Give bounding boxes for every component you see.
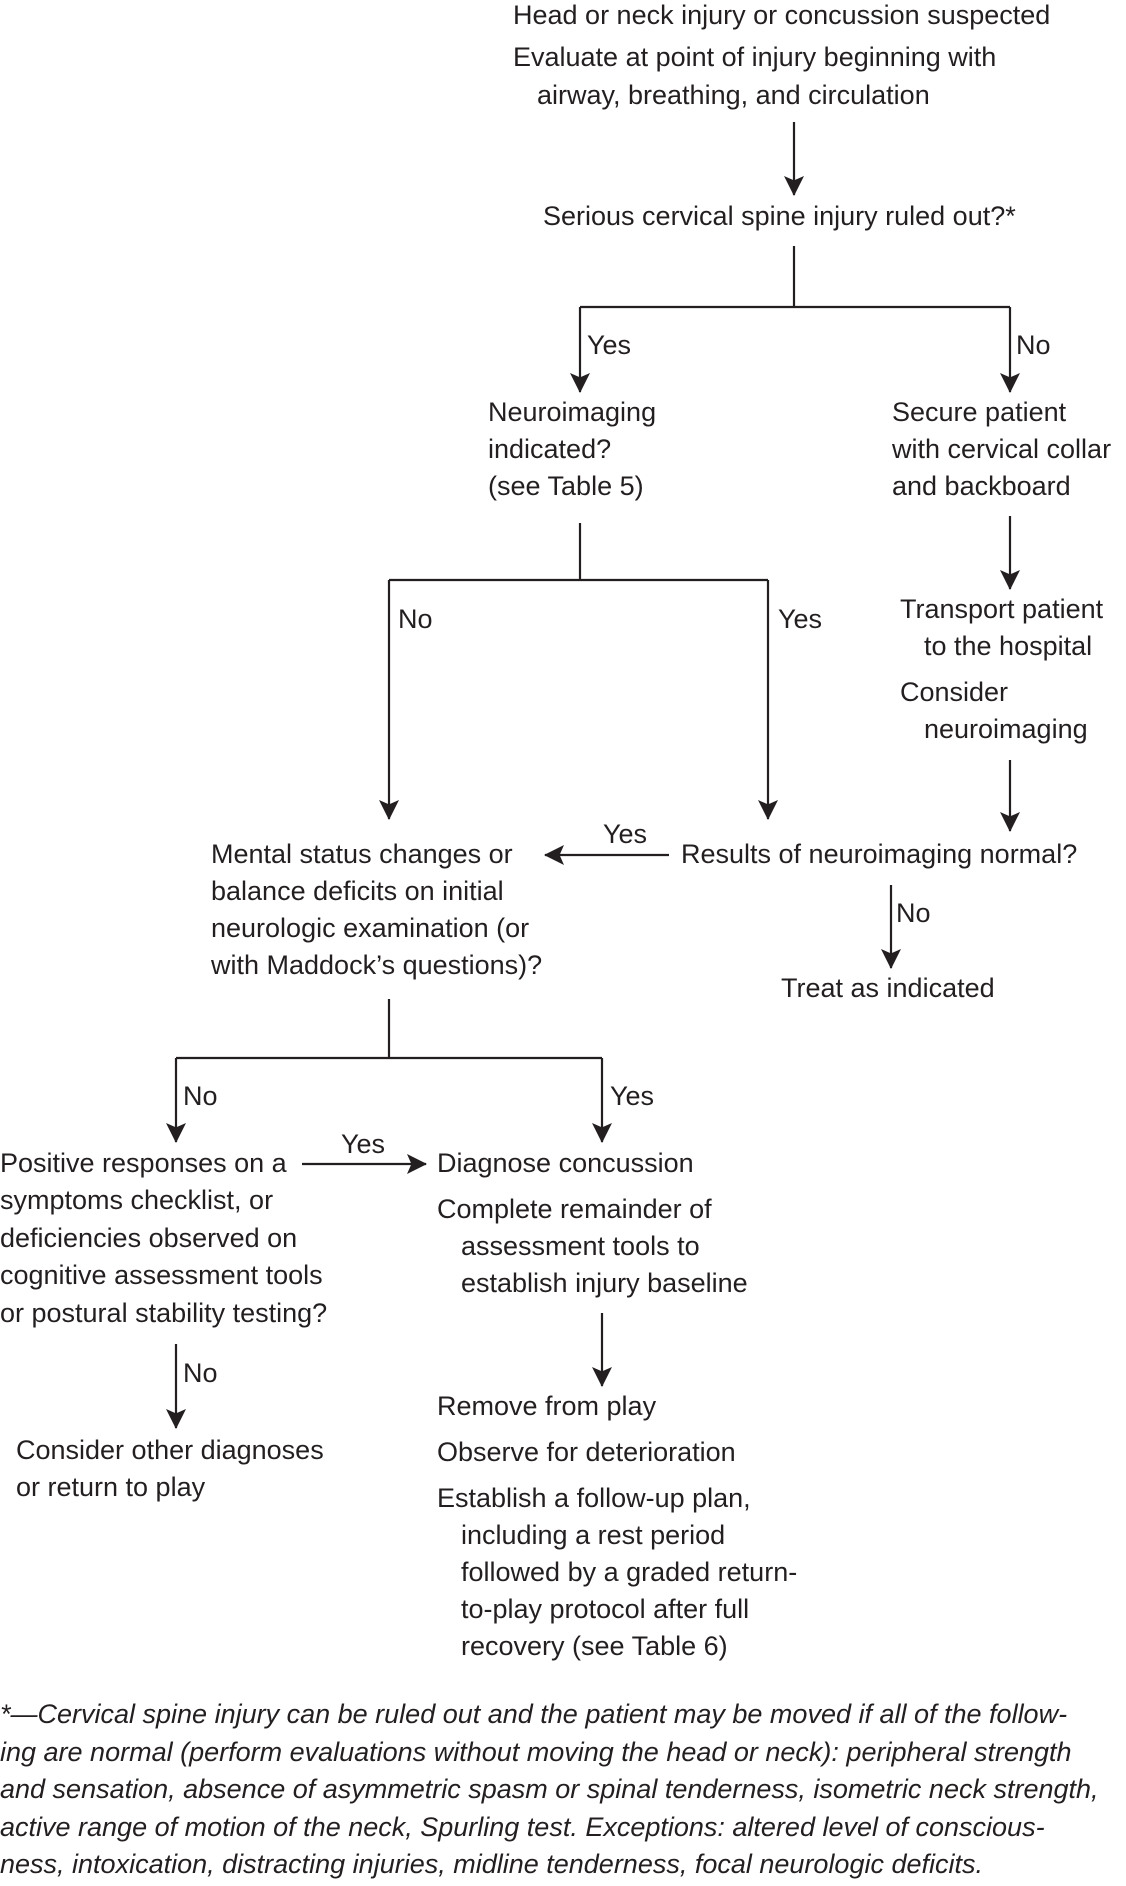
footnote-line5: ness, intoxication, distracting injuries… xyxy=(0,1849,983,1879)
transport-patient-line2: to the hospital xyxy=(924,631,1093,661)
positive-responses-line5: or postural stability testing? xyxy=(0,1298,328,1328)
consider-neuroimaging-line1: Consider xyxy=(900,677,1009,707)
start-node-title: Head or neck injury or concussion suspec… xyxy=(513,0,1051,30)
mental-status-line2: balance deficits on initial xyxy=(211,876,504,906)
spine-question-node: Serious cervical spine injury ruled out?… xyxy=(543,201,1016,231)
edge-label-mental-yes: Yes xyxy=(610,1081,655,1111)
secure-patient-line1: Secure patient xyxy=(892,397,1067,427)
footnote-line2: ing are normal (perform evaluations with… xyxy=(0,1736,1072,1767)
edge-label-spine-no: No xyxy=(1016,330,1051,360)
follow-up-line3: followed by a graded return- xyxy=(461,1557,798,1587)
mental-status-line4: with Maddock’s questions)? xyxy=(211,950,543,980)
edge-label-spine-yes: Yes xyxy=(587,330,632,360)
follow-up-line1: Establish a follow-up plan, xyxy=(437,1483,751,1513)
positive-responses-line2: symptoms checklist, or xyxy=(0,1185,274,1215)
footnote: *—Cervical spine injury can be ruled out… xyxy=(0,1696,1124,1884)
neuroimaging-question-line1: Neuroimaging xyxy=(488,397,657,427)
complete-assessment-line3: establish injury baseline xyxy=(461,1268,748,1298)
complete-assessment-line1: Complete remainder of xyxy=(437,1194,712,1224)
positive-responses-line4: cognitive assessment tools xyxy=(0,1260,323,1290)
transport-patient-line1: Transport patient xyxy=(900,594,1104,624)
results-question-node: Results of neuroimaging normal? xyxy=(681,839,1078,869)
follow-up-line2: including a rest period xyxy=(461,1520,726,1550)
remove-from-play-node: Remove from play xyxy=(437,1391,657,1421)
consider-other-line1: Consider other diagnoses xyxy=(16,1435,324,1465)
diagnose-concussion-node: Diagnose concussion xyxy=(437,1148,694,1178)
follow-up-line5: recovery (see Table 6) xyxy=(461,1631,728,1661)
neuroimaging-question-line2: indicated? xyxy=(488,434,612,464)
edge-label-results-yes: Yes xyxy=(603,819,648,849)
footnote-line4: active range of motion of the neck, Spur… xyxy=(0,1811,1045,1842)
footnote-line1: *—Cervical spine injury can be ruled out… xyxy=(0,1699,1068,1729)
neuroimaging-question-line3: (see Table 5) xyxy=(488,471,644,501)
consider-other-line2: or return to play xyxy=(16,1472,206,1502)
edge-label-results-no: No xyxy=(896,898,931,928)
edge-label-positive-yes: Yes xyxy=(341,1129,386,1159)
consider-neuroimaging-line2: neuroimaging xyxy=(924,714,1088,744)
complete-assessment-line2: assessment tools to xyxy=(461,1231,700,1261)
observe-deterioration-node: Observe for deterioration xyxy=(437,1437,736,1467)
start-node-evaluate-line1: Evaluate at point of injury beginning wi… xyxy=(513,42,997,72)
footnote-line3: and sensation, absence of asymmetric spa… xyxy=(0,1774,1099,1804)
treat-as-indicated-node: Treat as indicated xyxy=(781,973,995,1003)
secure-patient-line3: and backboard xyxy=(892,471,1071,501)
positive-responses-line1: Positive responses on a xyxy=(0,1148,287,1178)
positive-responses-line3: deficiencies observed on xyxy=(0,1223,298,1253)
edge-label-positive-no: No xyxy=(183,1358,218,1388)
secure-patient-line2: with cervical collar xyxy=(892,434,1112,464)
follow-up-line4: to-play protocol after full xyxy=(461,1594,750,1624)
mental-status-line3: neurologic examination (or xyxy=(211,913,530,943)
start-node-evaluate-line2: airway, breathing, and circulation xyxy=(537,80,930,110)
mental-status-line1: Mental status changes or xyxy=(211,839,513,869)
edge-label-neuroimaging-no: No xyxy=(398,604,433,634)
edge-label-neuroimaging-yes: Yes xyxy=(778,604,823,634)
edge-label-mental-no: No xyxy=(183,1081,218,1111)
